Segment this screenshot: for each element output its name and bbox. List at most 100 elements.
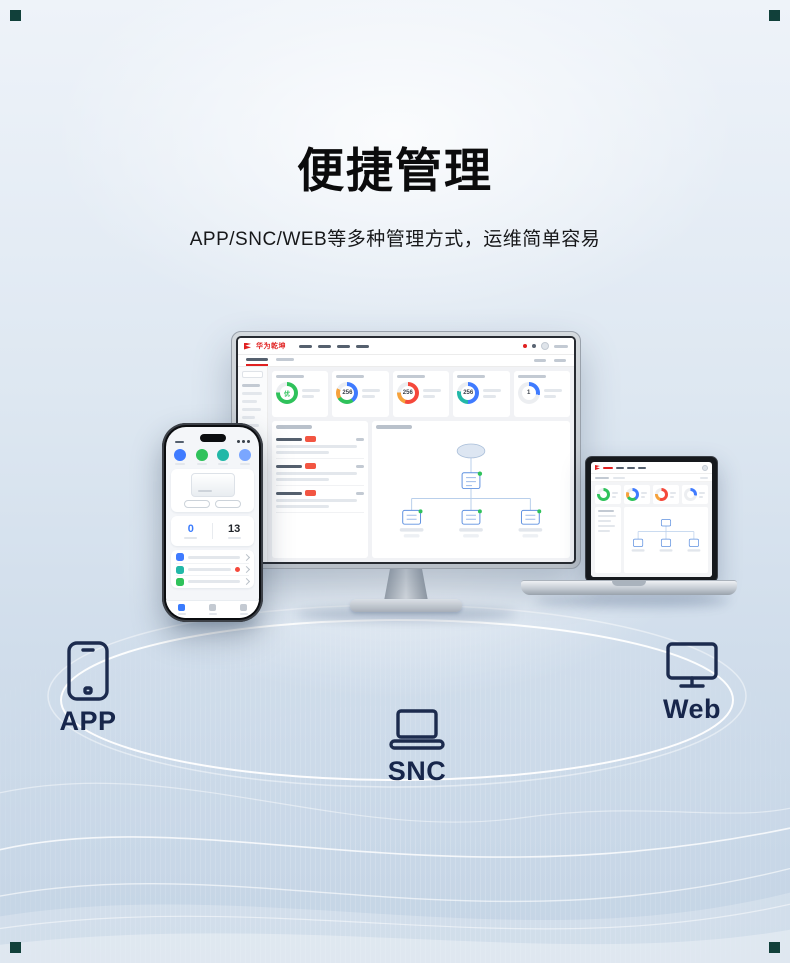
legend-skeleton: [612, 491, 619, 494]
monitor-stand-base: [350, 599, 462, 612]
chevron-right-icon: [242, 577, 251, 586]
nav-item-skeleton: [356, 344, 369, 348]
legend-skeleton: [543, 394, 556, 398]
legend-skeleton: [483, 394, 496, 398]
brand-text-skeleton: [603, 466, 613, 469]
wifi-icon: [242, 440, 245, 443]
donut-chart: [684, 488, 697, 501]
sidebar-item-skeleton: [242, 416, 255, 419]
gateway-node-icon: [660, 519, 672, 527]
alarm-name-skeleton: [276, 437, 302, 441]
legend-skeleton: [612, 495, 617, 498]
severity-badge: [305, 436, 316, 442]
sidebar-item-skeleton: [598, 515, 616, 517]
phone-app-content: 0 13: [166, 445, 259, 600]
menu-label-skeleton: [188, 555, 240, 559]
dashboard-header: 华为乾坤: [238, 338, 574, 355]
avatar: [702, 464, 708, 471]
stat-card-devices: 256: [332, 371, 389, 417]
stat-value: 13: [228, 522, 241, 535]
laptop-dashboard-subnav: [591, 474, 712, 482]
laptop-stat-row: [591, 482, 712, 507]
phone-icon: [67, 641, 109, 701]
menu-item-icon: [176, 577, 184, 586]
legend-skeleton: [670, 491, 677, 494]
tools-icon: [209, 604, 216, 612]
laptop-stat-card: [653, 485, 679, 504]
laptop-dashboard-header: [591, 462, 712, 474]
diagnose-action-icon: [195, 449, 208, 461]
sidebar-item-skeleton: [242, 384, 260, 387]
action-label-skeleton: [175, 463, 185, 465]
topology-links: [411, 457, 531, 511]
nav-item-skeleton: [318, 344, 331, 348]
corner-mark: [769, 942, 780, 953]
clock-skeleton: [175, 441, 184, 443]
more-action-icon: [238, 449, 251, 461]
laptop-stat-card: [682, 485, 708, 504]
legend-skeleton: [422, 388, 441, 392]
divider: [211, 523, 213, 539]
quick-action: [238, 449, 251, 465]
sidebar-search-input: [242, 371, 263, 378]
nav-item-skeleton: [337, 344, 350, 348]
brand-logo-text: 华为乾坤: [256, 342, 286, 350]
action-label-skeleton: [239, 463, 250, 465]
alarm-list-panel: [272, 421, 368, 558]
network-topology: [631, 519, 701, 552]
device-button-skeleton: [215, 500, 241, 508]
monitor-stand-neck: [384, 568, 428, 601]
gateway-node-icon: [461, 471, 483, 490]
gauge-chart: 优: [276, 382, 298, 404]
web-dashboard: 华为乾坤: [238, 338, 574, 562]
subnav-tool-skeleton: [700, 476, 708, 479]
menu-label-skeleton: [188, 580, 240, 583]
nav-label-skeleton: [177, 612, 186, 615]
phone-screen: 0 13: [166, 427, 259, 618]
signal-icon: [237, 440, 240, 443]
network-topology: [399, 443, 543, 538]
panel-title-skeleton: [276, 425, 312, 429]
method-snc: SNC: [373, 708, 461, 787]
subnav-tab: [276, 355, 294, 366]
tab-label-skeleton: [246, 358, 268, 361]
quick-action: [174, 449, 186, 465]
sidebar-item-skeleton: [598, 520, 611, 522]
nav-label-skeleton: [239, 612, 248, 615]
laptop-sidebar: [595, 507, 621, 573]
donut-chart: 1: [517, 382, 540, 404]
dashboard-top-nav: [299, 344, 369, 348]
menu-list-item: [176, 575, 251, 587]
stat-value: 0: [187, 522, 194, 535]
corner-mark: [10, 10, 21, 21]
ap-node-icon: [459, 509, 483, 538]
alarm-detail-skeleton: [276, 451, 329, 454]
subnav-tool-skeleton: [554, 359, 566, 362]
menu-item-icon: [176, 565, 184, 574]
severity-badge: [305, 490, 316, 496]
router-product-image: [190, 473, 235, 497]
tab-label-skeleton: [276, 358, 294, 361]
corner-mark: [769, 10, 780, 21]
sidebar-item-skeleton: [598, 510, 614, 512]
donut-chart: [626, 488, 639, 501]
legend-skeleton: [483, 388, 502, 392]
desktop-monitor-mockup: 华为乾坤: [231, 331, 581, 569]
brand-logo-icon: [244, 342, 251, 350]
tab-label-skeleton: [613, 476, 625, 479]
nav-item-skeleton: [638, 466, 646, 469]
method-label-snc: SNC: [387, 756, 447, 786]
stat-label-skeleton: [184, 536, 198, 539]
laptop-stat-card: [595, 485, 621, 504]
page-title: 便捷管理: [297, 144, 493, 197]
alarm-name-skeleton: [276, 464, 302, 468]
sidebar-item-skeleton: [242, 408, 261, 411]
laptop-shadow: [535, 595, 730, 607]
card-title-skeleton: [396, 375, 425, 378]
page-subtitle: APP/SNC/WEB等多种管理方式，运维简单容易: [189, 229, 601, 250]
laptop-stat-card: [624, 485, 650, 504]
legend-skeleton: [302, 388, 320, 392]
alarm-detail-skeleton: [276, 499, 357, 502]
menu-item-icon: [176, 553, 184, 561]
ap-node-icon: [687, 538, 701, 552]
